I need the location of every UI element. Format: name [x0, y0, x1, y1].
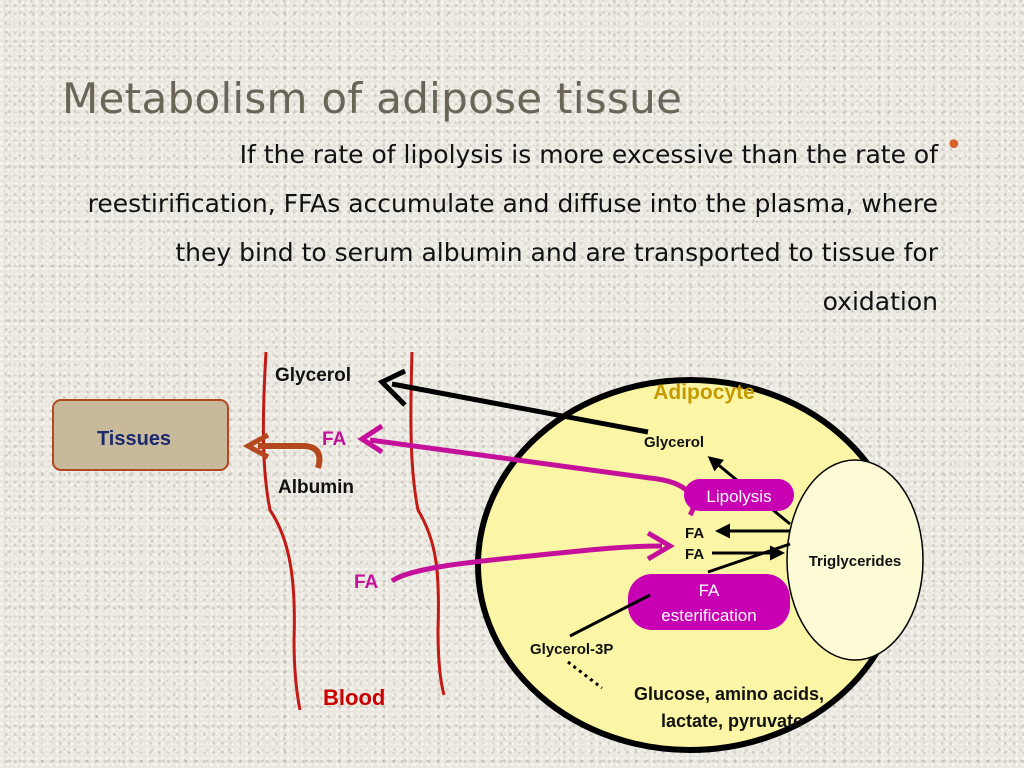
tissues-label: Tissues: [97, 428, 171, 450]
tissues-box: [52, 399, 229, 471]
vessel-wall-left: [261, 351, 302, 711]
lipolysis-label: Lipolysis: [706, 487, 771, 506]
fa-esterification-pill: [628, 574, 790, 630]
lipolysis-pill: [684, 479, 794, 511]
albumin-label: Albumin: [278, 477, 354, 498]
albumin-arrow-head: [242, 432, 270, 460]
slide-body-text: If the rate of lipolysis is more excessi…: [87, 140, 938, 316]
albumin-to-tissues-arrow: [258, 443, 323, 469]
fa-uptake-arrow-head: [646, 530, 675, 562]
triglycerides-label: Triglycerides: [809, 553, 902, 570]
slide-title: Metabolism of adipose tissue: [62, 74, 683, 123]
glycerol-export-arrow-head: [377, 368, 407, 407]
blood-label: Blood: [323, 685, 385, 710]
adipocyte-label: Adipocyte: [653, 381, 755, 404]
fa-esterification-label-line2: esterification: [661, 606, 756, 625]
fa-out-label: FA: [685, 525, 704, 542]
glycerol-3p-label: Glycerol-3P: [530, 641, 613, 658]
fa-in-label: FA: [685, 546, 704, 563]
vessel-wall-right: [409, 351, 446, 696]
glycerol-export-arrow: [391, 381, 649, 435]
blood-fa-bottom-label: FA: [354, 572, 379, 593]
glycerol-3p-dotted-link: [567, 660, 603, 690]
blood-glycerol-label: Glycerol: [275, 365, 351, 386]
fa-esterification-label-line1: FA: [699, 581, 720, 600]
triglyceride-droplet: [786, 459, 924, 661]
sources-label-line2: lactate, pyruvate: [661, 711, 803, 731]
fa-uptake-arrow: [390, 543, 663, 584]
bullet-marker: •: [945, 128, 963, 163]
esterification-connector: [707, 542, 791, 574]
glycerol-3p-connector: [569, 593, 651, 638]
blood-fa-top-label: FA: [322, 429, 347, 450]
cell-glycerol-label: Glycerol: [644, 434, 704, 451]
sources-label-line1: Glucose, amino acids,: [634, 684, 824, 704]
fa-export-arrow-head: [357, 423, 384, 455]
